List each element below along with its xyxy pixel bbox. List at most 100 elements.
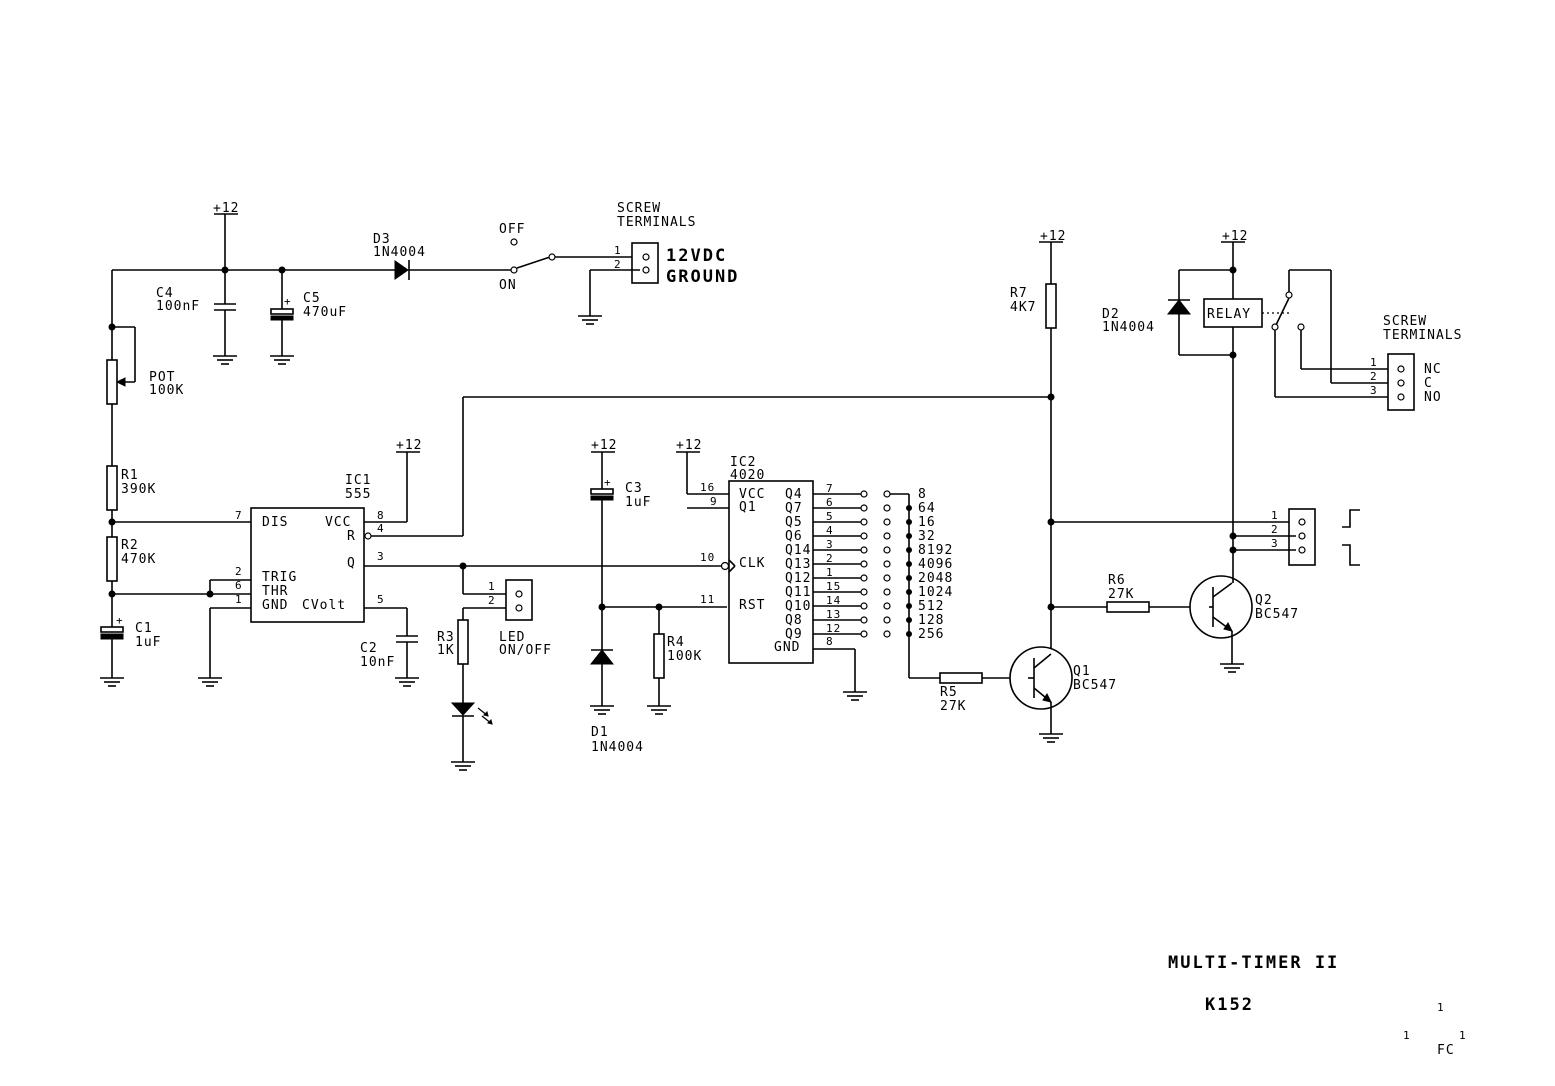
ic1-pinnum-6: 6 — [235, 579, 243, 592]
jumper-pin-3: 3 — [1271, 537, 1279, 550]
ic1-pin-trig: TRIG — [262, 570, 297, 585]
relay-term-pin-2: 2 — [1370, 370, 1378, 383]
transistor-q2: Q2 BC547 — [1189, 575, 1298, 639]
capacitor-c5: + C5 470uF — [270, 270, 347, 365]
title-mark-1: 1 — [1437, 1001, 1445, 1014]
ic2-output-pin: 4 — [826, 524, 834, 537]
ic1-pin-cvolt: CVolt — [302, 598, 346, 613]
ic2-pinnum-9: 9 — [710, 495, 718, 508]
ic2-ref: IC2 — [730, 455, 756, 470]
r1-value: 390K — [121, 482, 156, 497]
power-switch[interactable]: OFF ON — [499, 222, 640, 293]
relay-terminals-title-2: TERMINALS — [1383, 328, 1462, 343]
r5-value: 27K — [940, 699, 966, 714]
select-pad[interactable] — [883, 532, 891, 540]
r2-ref: R2 — [121, 538, 139, 553]
resistor-r4: R4 100K — [653, 633, 701, 679]
select-pad[interactable] — [883, 518, 891, 526]
output-pad[interactable] — [860, 574, 868, 582]
terminal-12vdc-label: 12VDC — [666, 246, 727, 266]
ic2-output-pin: 12 — [826, 622, 841, 635]
count-label-8: 8 — [918, 487, 927, 502]
ic1-pinnum-7: 7 — [235, 509, 243, 522]
relay-term-pin-1: 1 — [1370, 356, 1378, 369]
supply-label-ic1: +12 — [396, 438, 422, 453]
driver-section: +12 R7 4K7 Q1 BC547 — [1009, 229, 1462, 743]
ic2-pin-vcc: VCC — [739, 487, 765, 502]
title-code: K152 — [1205, 995, 1254, 1015]
potentiometer-pot[interactable]: POT 100K — [106, 359, 184, 405]
r2-value: 470K — [121, 552, 156, 567]
select-pad[interactable] — [883, 588, 891, 596]
ic2-output-q9: Q9 — [785, 627, 803, 642]
count-label-512: 512 — [918, 599, 944, 614]
r6-ref: R6 — [1108, 573, 1126, 588]
supply-label-ic2: +12 — [676, 438, 702, 453]
ic2-output-pin: 5 — [826, 510, 834, 523]
r6-value: 27K — [1108, 587, 1134, 602]
supply-label-r7: +12 — [1040, 229, 1066, 244]
ic2-output-q14: Q14 — [785, 543, 811, 558]
output-pad[interactable] — [860, 630, 868, 638]
ic2-pin-rst: RST — [739, 598, 765, 613]
select-pad[interactable] — [883, 574, 891, 582]
output-pad[interactable] — [860, 504, 868, 512]
relay-terminal-block[interactable]: SCREW TERMINALS 1 2 3 NC C NO — [1370, 314, 1462, 411]
select-pad[interactable] — [883, 630, 891, 638]
output-pad[interactable] — [860, 518, 868, 526]
ic2-pinnum-8: 8 — [826, 635, 834, 648]
ic1-pin-vcc: VCC — [325, 515, 351, 530]
resistor-r3: R3 1K — [437, 619, 469, 665]
r5-ref: R5 — [940, 685, 958, 700]
select-pad[interactable] — [883, 616, 891, 624]
diode-d2: D2 1N4004 — [1102, 299, 1192, 335]
output-pad[interactable] — [860, 616, 868, 624]
ic1-pinnum-3: 3 — [377, 550, 385, 563]
relay-term-pin-3: 3 — [1370, 384, 1378, 397]
ic1-pinnum-4: 4 — [377, 522, 385, 535]
select-pad[interactable] — [883, 546, 891, 554]
c5-value: 470uF — [303, 305, 347, 320]
d3-value: 1N4004 — [373, 245, 426, 260]
q2-ref: Q2 — [1255, 593, 1273, 608]
led-conn-title-1: LED — [499, 630, 525, 645]
ic2-output-pin: 15 — [826, 580, 841, 593]
ic1-pin-r: R — [347, 529, 356, 544]
ic2-output-q11: Q11 — [785, 585, 811, 600]
diode-d1: D1 1N4004 — [589, 649, 643, 755]
ic2-output-q13: Q13 — [785, 557, 811, 572]
count-label-2048: 2048 — [918, 571, 953, 586]
count-label-8192: 8192 — [918, 543, 953, 558]
title-name: MULTI-TIMER II — [1168, 953, 1339, 973]
output-pad[interactable] — [860, 588, 868, 596]
diode-d3: D3 1N4004 — [373, 232, 514, 280]
output-pad[interactable] — [860, 560, 868, 568]
count-label-4096: 4096 — [918, 557, 953, 572]
resistor-r2: R2 470K — [106, 536, 156, 582]
r1-ref: R1 — [121, 468, 139, 483]
select-pad[interactable] — [883, 560, 891, 568]
mode-jumper-block[interactable]: 1 2 3 — [1271, 508, 1316, 566]
output-pad[interactable] — [860, 490, 868, 498]
supply-label-c3: +12 — [591, 438, 617, 453]
r7-value: 4K7 — [1010, 300, 1036, 315]
c2-ref: C2 — [360, 641, 378, 656]
ic2-output-pin: 3 — [826, 538, 834, 551]
r3-ref: R3 — [437, 630, 455, 645]
pulse-waveform-icon — [1342, 509, 1360, 566]
output-pad[interactable] — [860, 602, 868, 610]
resistor-r6: R6 27K — [1106, 573, 1150, 613]
count-label-16: 16 — [918, 515, 936, 530]
select-pad[interactable] — [883, 490, 891, 498]
select-pad[interactable] — [883, 504, 891, 512]
power-terminal-block[interactable]: SCREW TERMINALS 1 2 12VDC GROUND — [614, 201, 739, 287]
output-pad[interactable] — [860, 546, 868, 554]
select-pad[interactable] — [883, 602, 891, 610]
output-pad[interactable] — [860, 532, 868, 540]
led-onoff-connector[interactable]: 1 2 LED ON/OFF — [488, 579, 552, 658]
led-conn-pin-1: 1 — [488, 580, 496, 593]
c1-ref: C1 — [135, 621, 153, 636]
ic2-pin-gnd: GND — [774, 640, 800, 655]
